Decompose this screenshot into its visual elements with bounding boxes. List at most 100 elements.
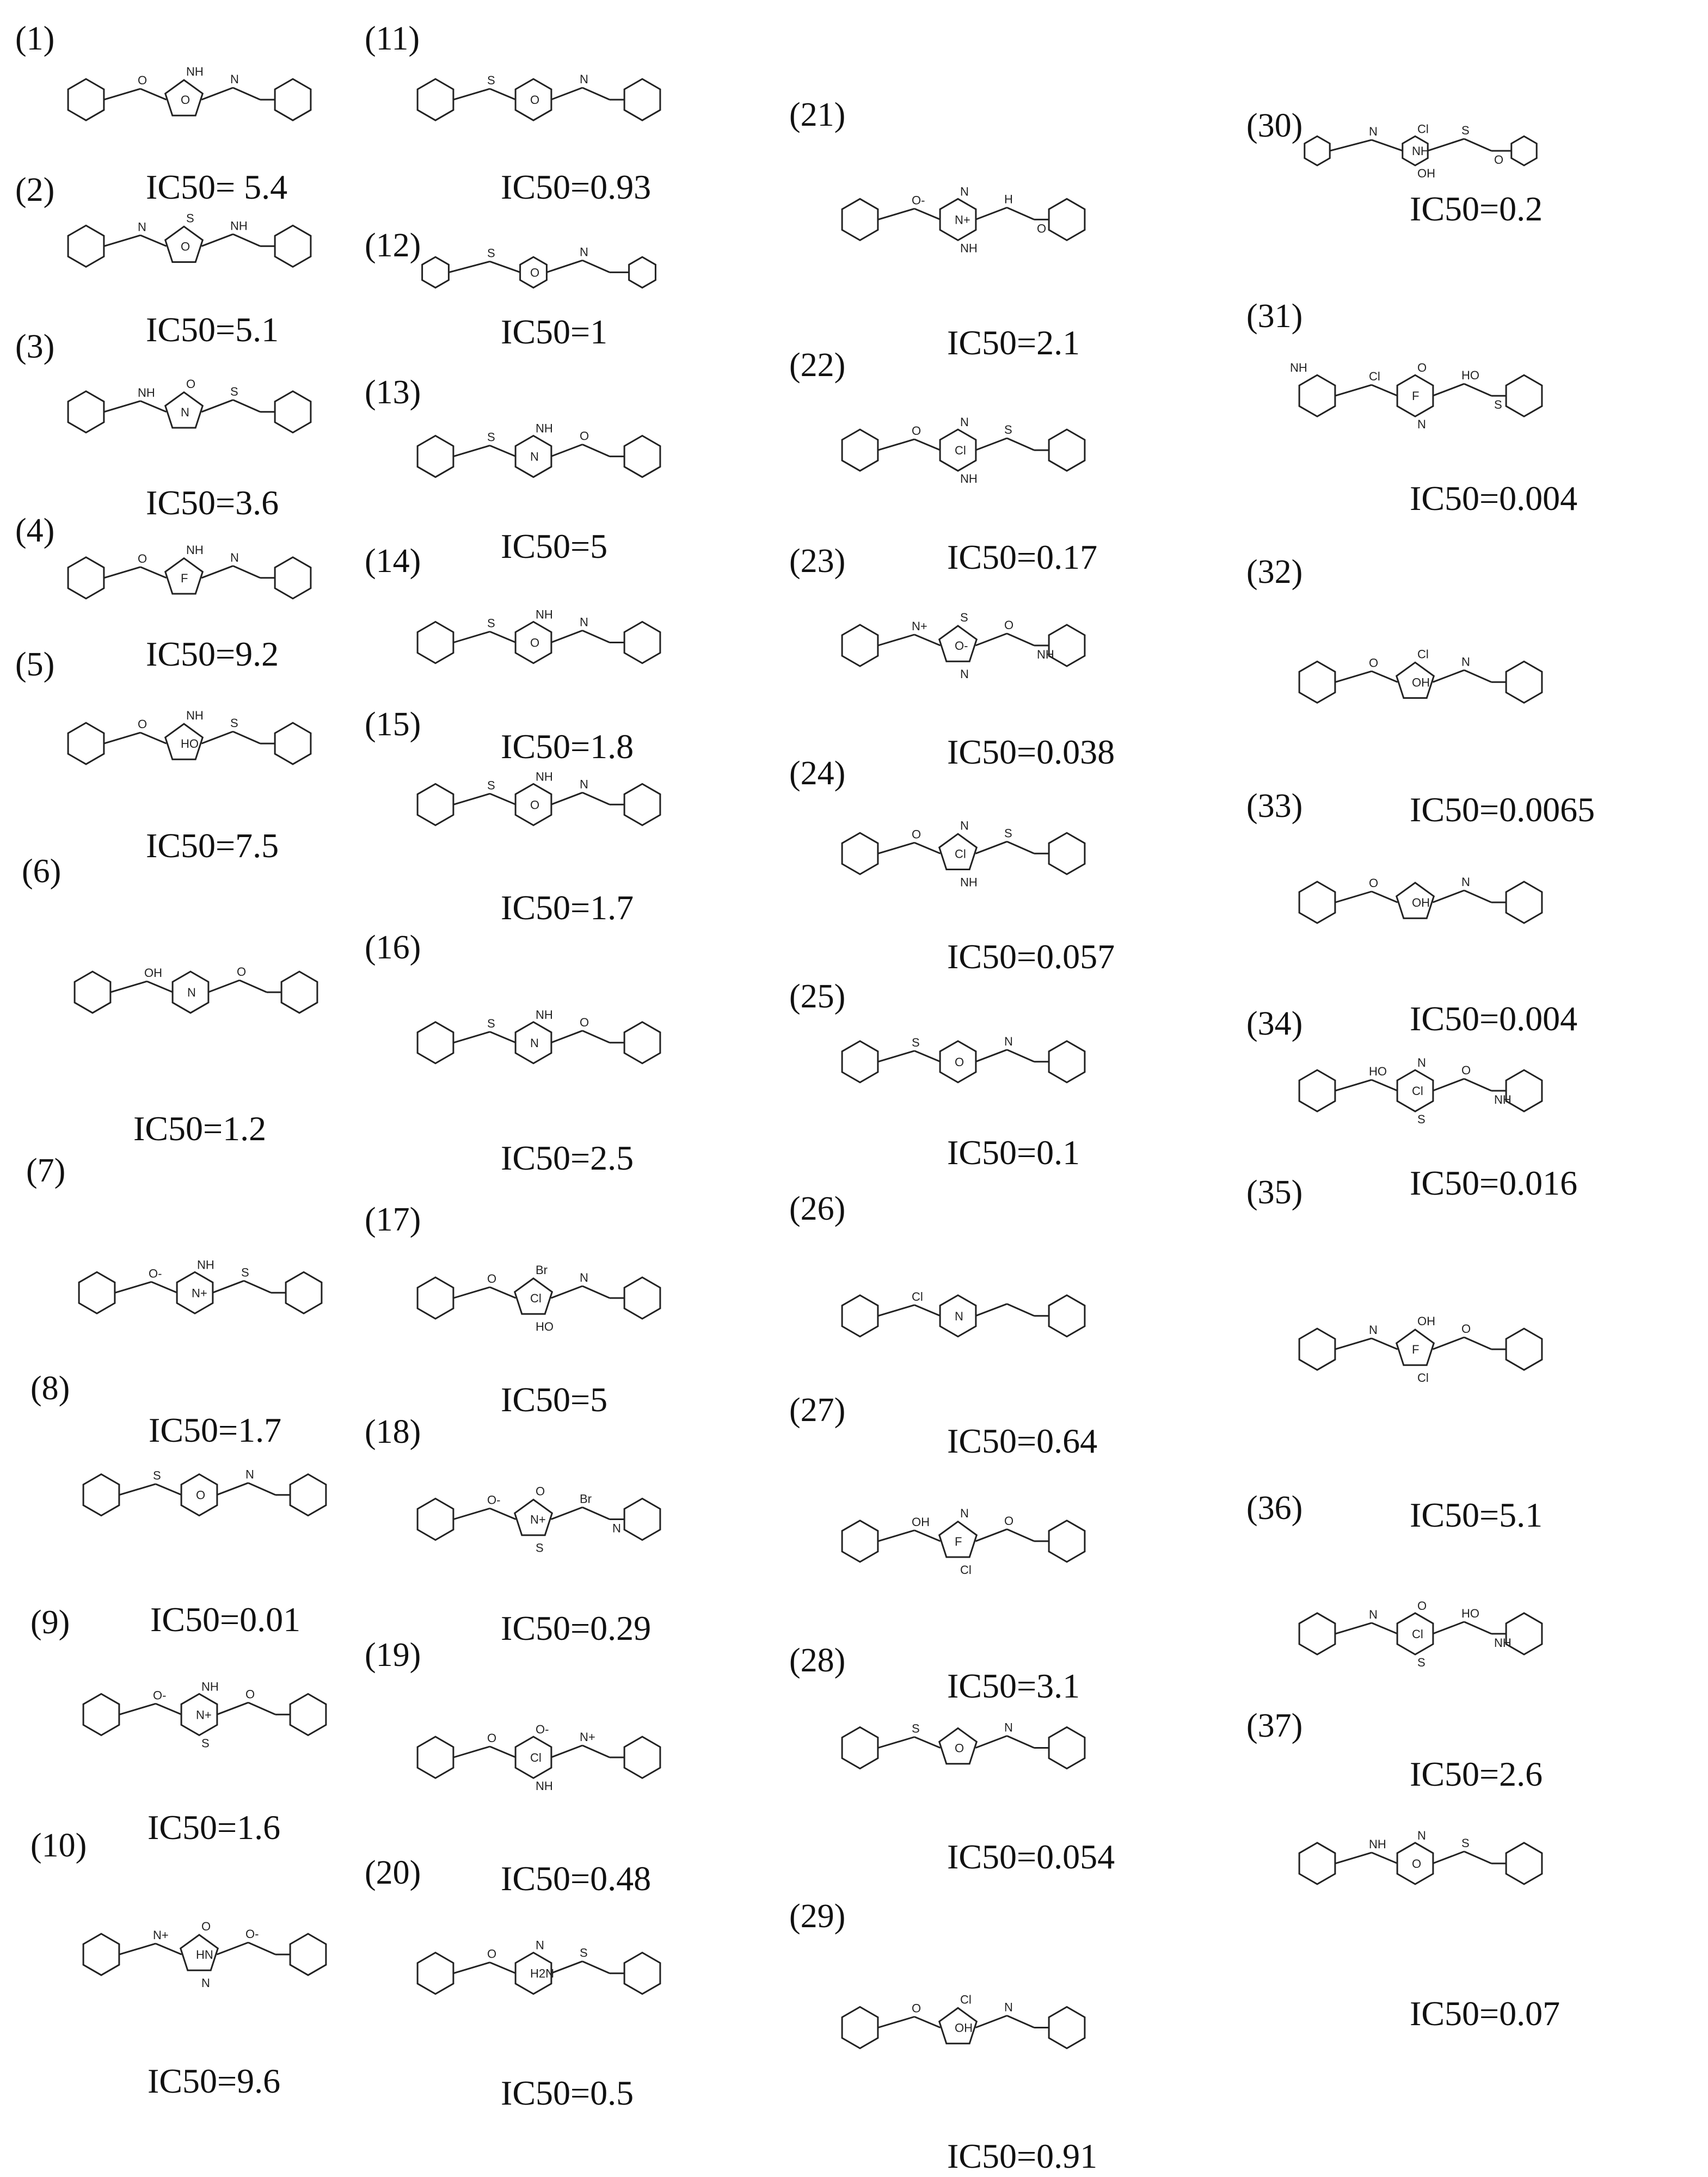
benzene-ring — [73, 970, 112, 1014]
atom-label: O- — [153, 1688, 166, 1702]
heterocycle-ring — [164, 723, 204, 760]
atom-label: O — [196, 1489, 205, 1502]
compound-number: (17) — [365, 1201, 421, 1238]
structure-drawing: N Cl — [841, 1290, 1086, 1338]
atom-label: N — [580, 72, 588, 86]
heterocycle-ring — [1395, 661, 1435, 699]
heterocycle-ring — [514, 434, 552, 478]
atom-label: F — [955, 1535, 962, 1548]
benzene-ring — [841, 832, 879, 876]
heterocycle-ring — [1402, 135, 1429, 167]
atom-label: OH — [1412, 675, 1430, 689]
atom-label: S — [1417, 1112, 1426, 1126]
atom-label: Cl — [1417, 1371, 1429, 1385]
atom-label: N — [1004, 2001, 1013, 2014]
atom-label: N — [530, 450, 539, 464]
benzene-ring — [841, 1040, 879, 1084]
heterocycle-ring — [1396, 1069, 1434, 1112]
ic50-value: IC50=1 — [501, 312, 608, 351]
heterocycle-ring — [1395, 1329, 1435, 1366]
atom-label: N — [1004, 1721, 1013, 1735]
compound-number: (10) — [30, 1827, 87, 1864]
ic50-value: IC50=0.07 — [1410, 1994, 1560, 2033]
atom-label: O- — [955, 639, 968, 653]
atom-label: S — [1004, 423, 1012, 436]
benzene-ring — [416, 1497, 454, 1541]
atom-label: S — [1461, 124, 1470, 137]
benzene-ring — [1298, 660, 1336, 704]
benzene-ring — [1304, 135, 1331, 167]
atom-label: N — [960, 819, 969, 832]
ic50-value: IC50=0.016 — [1410, 1164, 1578, 1202]
ic50-value: IC50=5.1 — [146, 310, 279, 349]
benzene-ring — [1048, 1520, 1086, 1563]
ic50-value: IC50=3.6 — [146, 483, 279, 522]
atom-label: Cl — [530, 1751, 542, 1764]
atom-label: Cl — [912, 1290, 923, 1303]
heterocycle-ring — [514, 1736, 552, 1779]
atom-label: NH — [536, 770, 553, 783]
atom-label: N — [580, 777, 588, 791]
benzene-ring — [67, 390, 105, 434]
atom-label: Cl — [1417, 122, 1429, 136]
atom-label: HN — [196, 1948, 213, 1961]
compound-number: (32) — [1246, 554, 1303, 591]
atom-label: O — [1461, 1063, 1471, 1077]
heterocycle-ring — [938, 1727, 978, 1765]
benzene-ring — [1505, 1327, 1543, 1371]
heterocycle-ring — [164, 79, 204, 116]
atom-label: NH — [536, 608, 553, 622]
benzene-ring — [623, 1951, 661, 1995]
heterocycle-ring — [171, 970, 210, 1014]
atom-label: OH — [912, 1515, 930, 1529]
atom-label: N — [955, 1309, 963, 1323]
atom-label: N — [612, 1522, 621, 1535]
benzene-ring — [289, 1933, 327, 1976]
benzene-ring — [1048, 1294, 1086, 1338]
atom-label: O — [201, 1920, 211, 1933]
benzene-ring — [82, 1473, 120, 1517]
atom-label: S — [1417, 1656, 1426, 1669]
atom-label: F — [1412, 1343, 1419, 1356]
atom-label: O- — [536, 1723, 549, 1736]
atom-label: Cl — [955, 847, 966, 860]
benzene-ring — [285, 1271, 323, 1315]
atom-label: N — [1417, 1056, 1426, 1069]
atom-label: N — [1369, 1323, 1378, 1337]
atom-label: NH — [1369, 1837, 1386, 1851]
atom-label: S — [536, 1541, 544, 1555]
atom-label: O- — [912, 193, 925, 207]
atom-label: S — [241, 1265, 249, 1279]
benzene-ring — [274, 224, 312, 268]
benzene-ring — [1505, 1842, 1543, 1885]
benzene-ring — [623, 1276, 661, 1320]
atom-label: S — [487, 617, 495, 630]
ic50-value: IC50=3.1 — [947, 1666, 1080, 1705]
atom-label: OH — [1412, 896, 1430, 909]
ic50-value: IC50=0.2 — [1410, 189, 1543, 228]
compound-number: (24) — [789, 755, 846, 792]
ic50-value: IC50=0.64 — [947, 1422, 1098, 1460]
atom-label: N — [580, 245, 588, 259]
benzene-ring — [67, 722, 105, 765]
